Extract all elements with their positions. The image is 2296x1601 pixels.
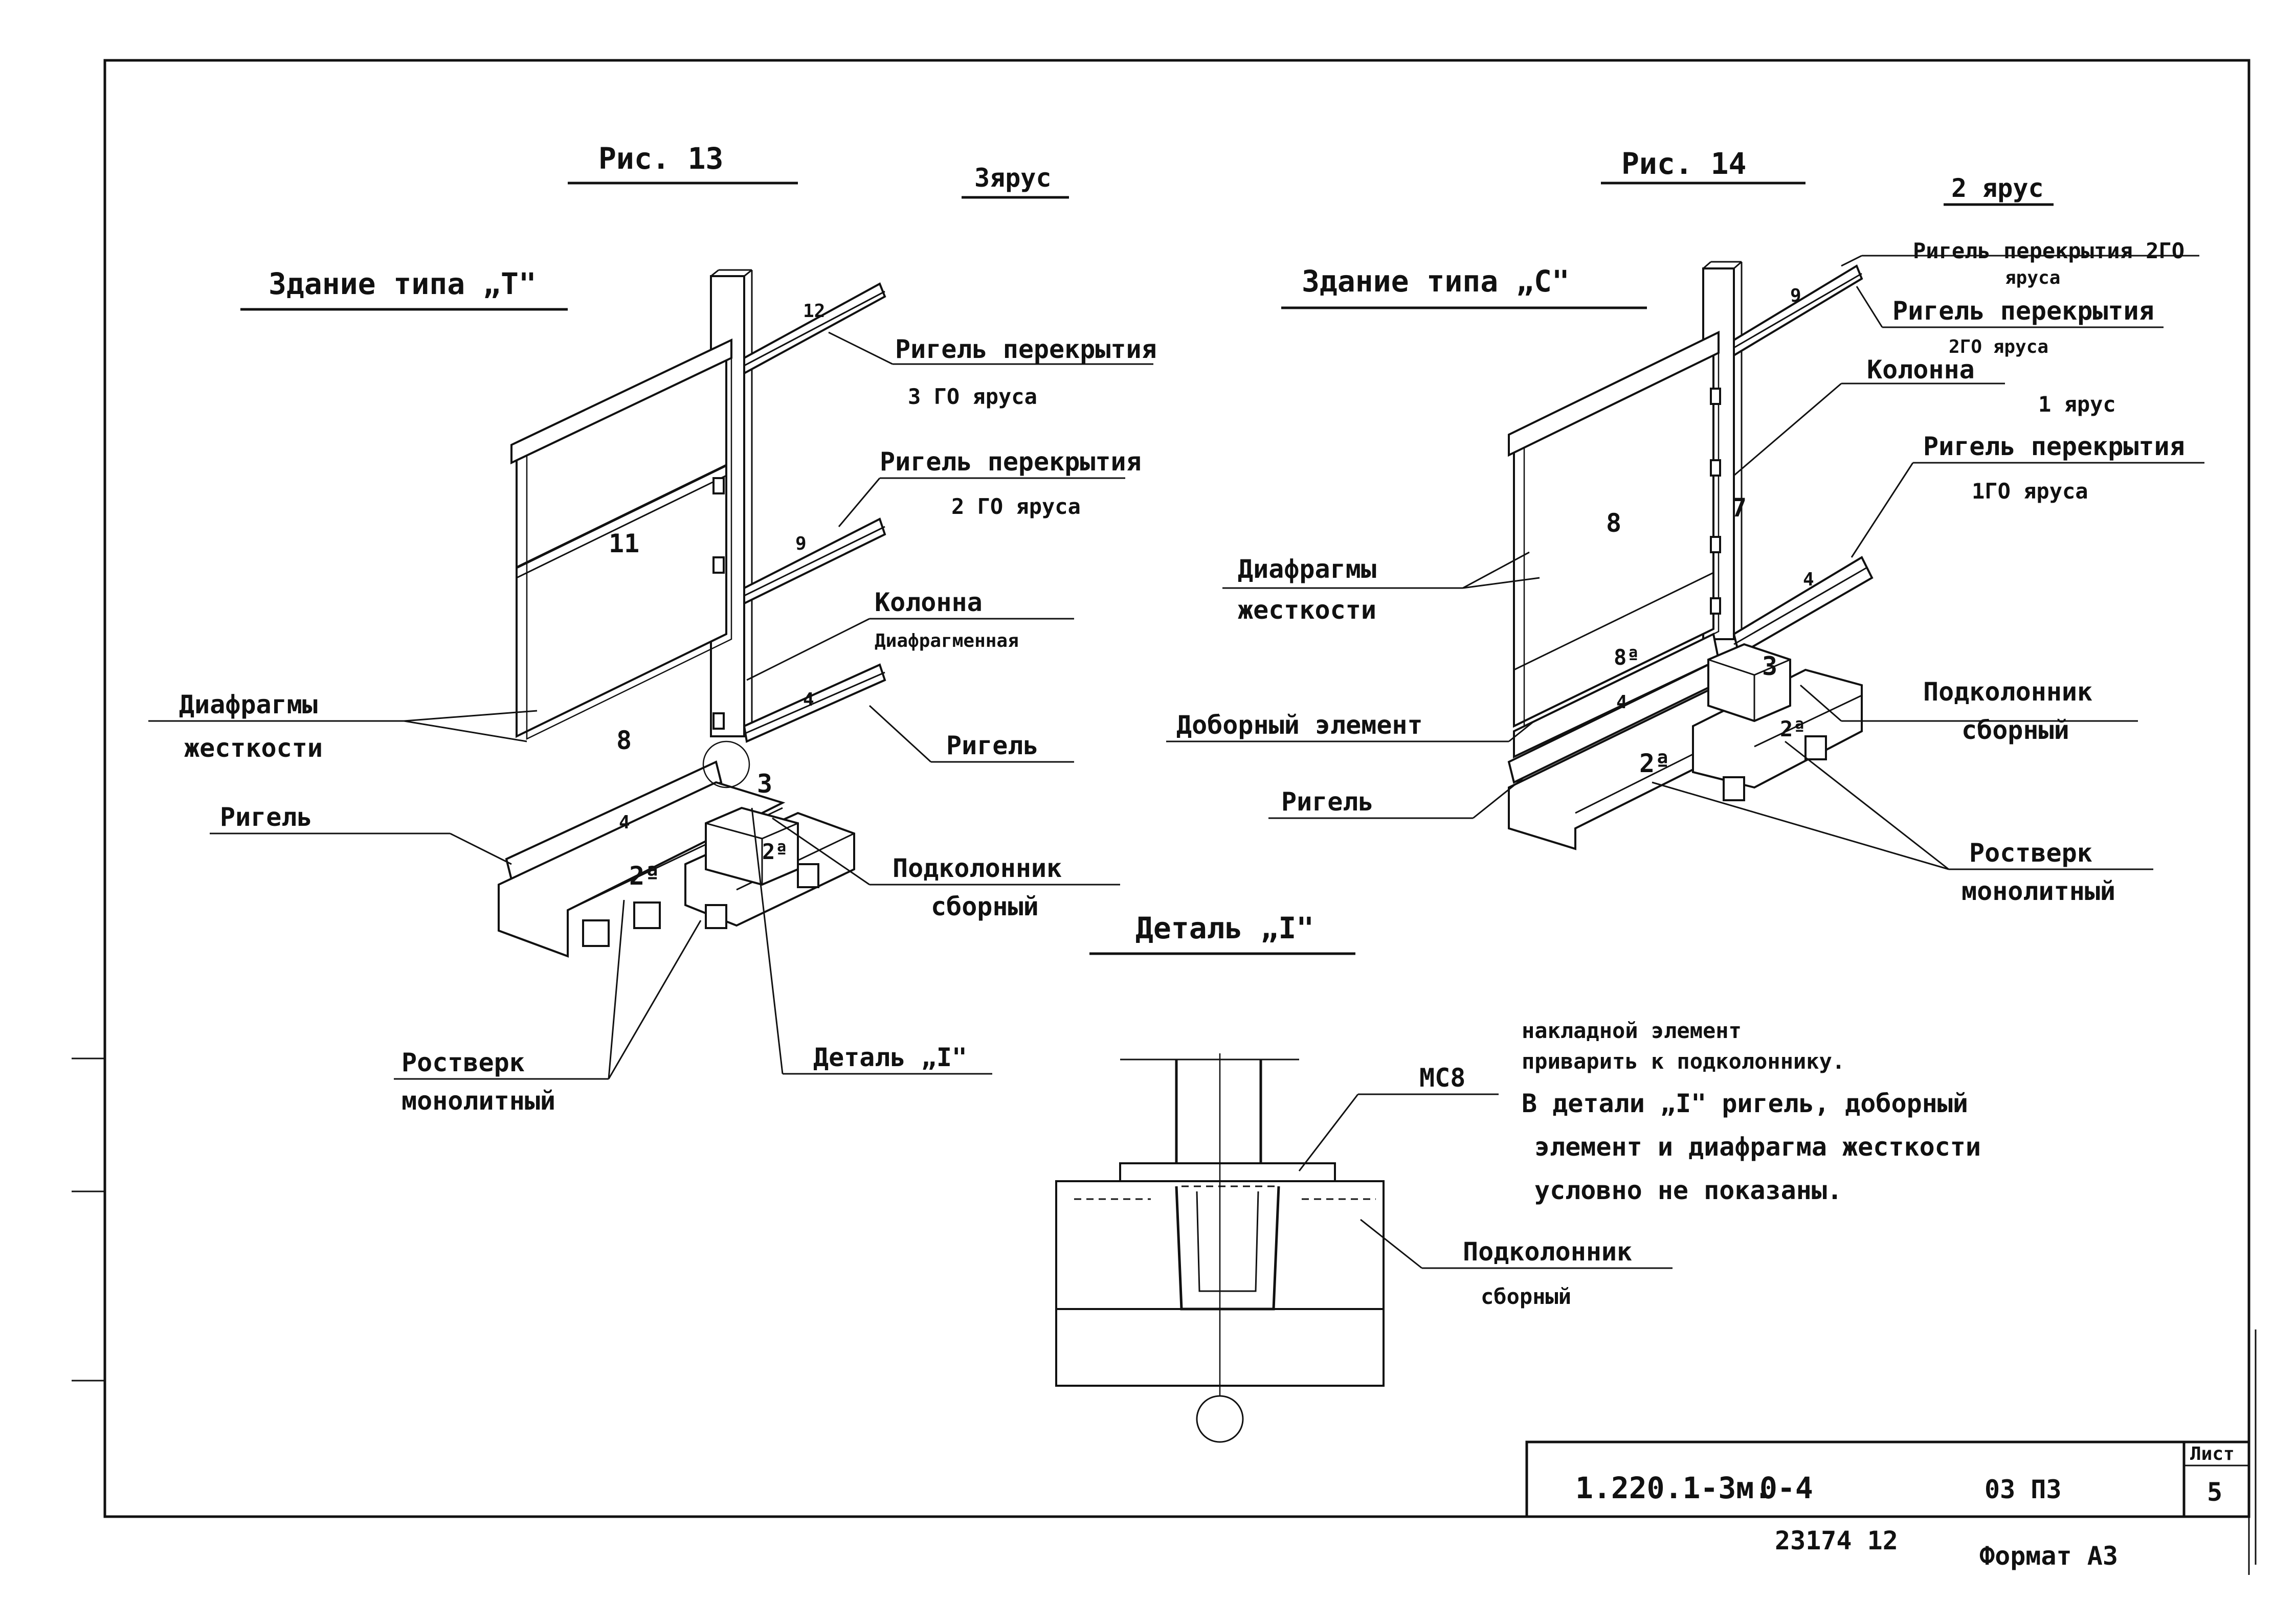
fig13-leaders [148,331,1153,1080]
fig14-mark-2a2: 2ª [1780,716,1806,741]
fig13-mark-4b: 4 [619,812,630,833]
fig14-label-rigel2-1: Ригель перекрытия 2ГО [1913,238,2184,263]
fig13-label-rostverk-2: монолитный [402,1086,555,1116]
stamp-issue: 0-4 [1759,1471,1813,1505]
detail-note-2: приварить к подколоннику. [1522,1049,1845,1074]
fig13-structure [498,269,886,958]
fig13-label-rigel2-2: 2 ГО яруса [951,494,1081,519]
fig13-mark-2a: 2ª [629,861,660,891]
fig13-mark-11: 11 [609,529,639,558]
fig14-structure [1507,261,1874,850]
fig13-label-diaphragm-1: Диафрагмы [179,690,318,719]
fig14-label-rigel1-1: Ригель перекрытия [1923,432,2185,461]
stamp-code: 1.220.1-3м. [1575,1471,1772,1505]
fig14-label-podkolonnik-2: сборный [1961,715,2069,745]
fig13-marks: 12 11 9 8 4 4 3 2ª 2ª [609,301,825,891]
detail-labels: МС8 накладной элемент приварить к подкол… [1419,1018,1981,1309]
fig13-label-rigel2-1: Ригель перекрытия [880,447,1142,477]
fig14-label-rigel1-2: 1ГО яруса [1972,479,2088,504]
detail-podkolonnik-2: сборный [1481,1284,1571,1309]
detail-note-5: условно не показаны. [1534,1176,1842,1205]
fig13-mark-2a2: 2ª [762,839,788,864]
stamp-list-number: 5 [2207,1477,2222,1507]
fig14-building: Здание типа „С" [1302,264,1570,299]
fig14-label-podkolonnik-1: Подколонник [1923,677,2092,707]
fig14-mark-7: 7 [1731,493,1747,523]
fig14-mark-2a: 2ª [1639,749,1670,778]
fig13-tier: 3ярус [974,163,1052,193]
fig14-mark-8a: 8ª [1614,645,1640,670]
fig13-mark-8: 8 [616,726,632,755]
stamp-list-label: Лист [2190,1444,2235,1464]
fig14-marks: 9 8 7 8ª 4 4 3 2ª 2ª [1606,285,1814,778]
fig13-label-podkolonnik-2: сборный [931,892,1039,921]
fig14-title: Рис. 14 [1621,146,1746,181]
detail-title: Деталь „I" [1135,911,1314,945]
fig14-mark-4b: 4 [1616,692,1628,713]
fig14-label-diaphragm-2: жесткости [1238,595,1376,625]
fig14-label-dobor: Доборный элемент [1176,710,1423,740]
title-stamp: 1.220.1-3м. 0-4 03 ПЗ Лист 5 [1525,1440,2250,1518]
fig13-mark-3: 3 [757,769,772,799]
fig13-label-rostverk-1: Ростверк [402,1048,525,1077]
fig13-label-rigel3-1: Ригель перекрытия [895,334,1157,364]
fig13-label-podkolonnik-1: Подколонник [893,853,1062,883]
fig13-label-detail-ref: Деталь „I" [813,1043,967,1072]
fig14-label-rostverk-1: Ростверк [1969,838,2092,868]
fig13-labels: Ригель перекрытия 3 ГО яруса Ригель пере… [179,334,1157,1116]
fig13-building: Здание типа „Т" [269,266,537,301]
fig14-label-rigel-left: Ригель [1281,787,1374,817]
fig13-label-column-2: Диафрагменная [875,630,1019,651]
detail-leaders [1298,1093,1673,1269]
fig13-label-rigel3-2: 3 ГО яруса [908,384,1037,409]
fig13-label-column-1: Колонна [875,588,983,617]
fig14-label-tier1: 1 ярус [2038,392,2116,417]
fig14-labels: Ригель перекрытия 2ГО яруса Ригель перек… [1176,238,2185,906]
fig14-label-rigel2b-2: 2ГО яруса [1949,336,2048,357]
fig14-label-rigel2b-1: Ригель перекрытия [1892,296,2154,326]
footer-format: Формат А3 [1979,1541,2118,1571]
fig14-label-diaphragm-1: Диафрагмы [1238,554,1376,584]
sheet-frame [72,59,2257,1575]
fig14-mark-3: 3 [1762,651,1777,681]
fig14-mark-9: 9 [1790,285,1801,306]
fig13-label-rigel-left: Ригель [220,802,313,832]
fig14-label-rigel2-2: яруса [2005,267,2060,288]
fig14-label-column: Колонна [1867,355,1975,385]
fig14-leaders [1166,255,2204,870]
fig13-mark-12: 12 [803,301,825,322]
fig13-label-diaphragm-2: жесткости [184,733,323,763]
detail-note-4: элемент и диафрагма жесткости [1534,1132,1981,1162]
fig13-label-rigel-right: Ригель [946,731,1039,760]
detail-note-1: накладной элемент [1522,1018,1742,1043]
fig14-mark-4: 4 [1803,569,1814,590]
fig14-tier: 2 ярус [1951,173,2044,203]
fig13-mark-4: 4 [803,689,814,710]
fig14-label-rostverk-2: монолитный [1961,876,2115,906]
footer: 23174 12 Формат А3 [1775,1526,2118,1571]
fig14-header: Рис. 14 2 ярус Здание типа „С" [1281,146,2054,309]
fig14-mark-8: 8 [1606,508,1621,538]
fig13-title: Рис. 13 [598,141,723,176]
detail-podkolonnik-1: Подколонник [1463,1237,1632,1267]
detail-mark: МС8 [1419,1063,1465,1093]
footer-inventory: 23174 12 [1775,1526,1898,1555]
fig13-header: Рис. 13 3ярус Здание типа „Т" [240,141,1069,311]
detail-note-3: В детали „I" ригель, доборный [1522,1089,1968,1118]
stamp-sheet-code: 03 ПЗ [1985,1475,2062,1504]
detail-drawing: Деталь „I" [1055,911,1385,1443]
fig13-mark-9: 9 [795,533,807,554]
